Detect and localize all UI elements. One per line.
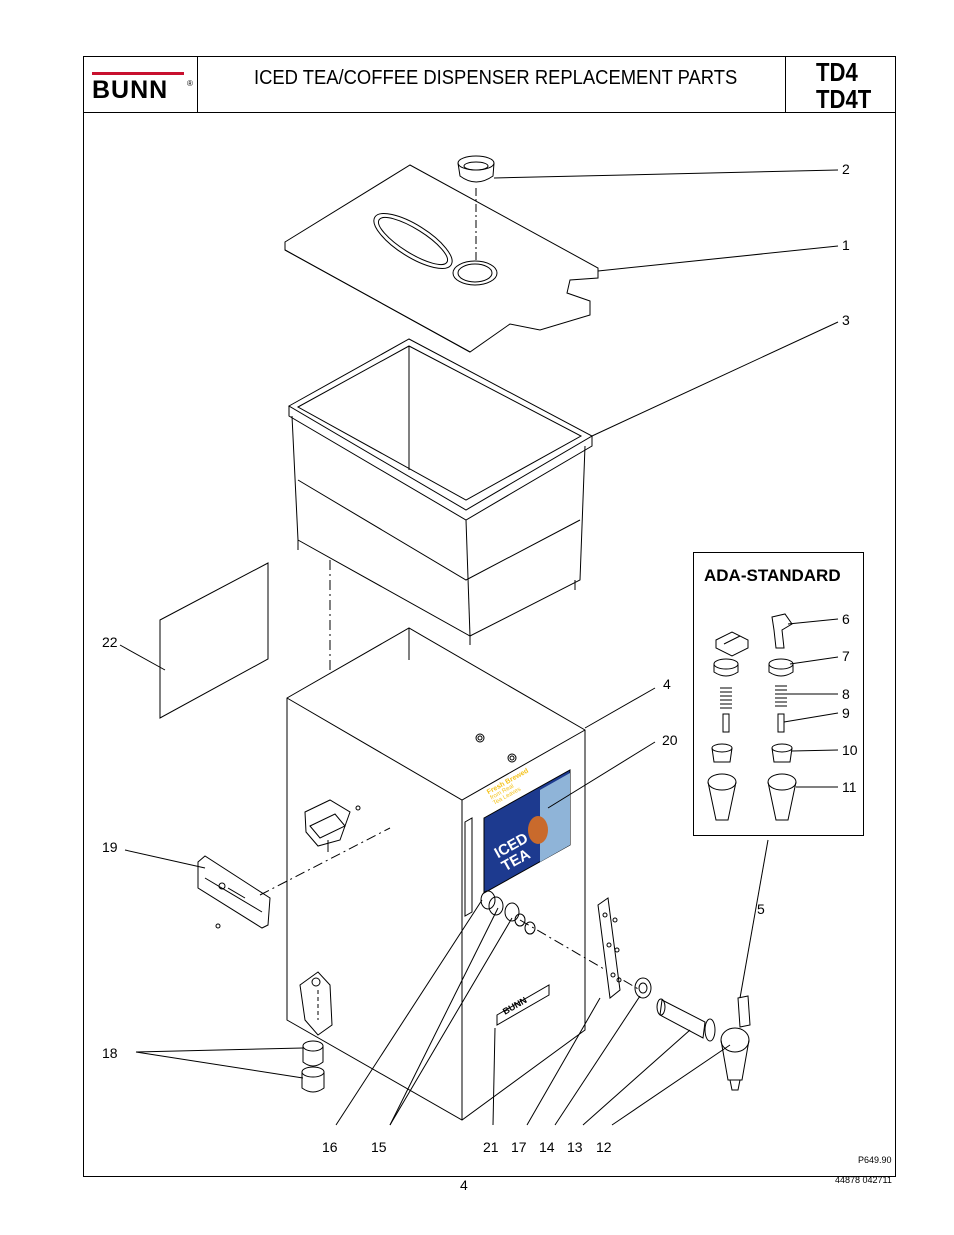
- document-code: 44878 042711: [835, 1175, 892, 1185]
- callout-18: 18: [102, 1045, 118, 1061]
- page-frame: BUNN ® ICED TEA/COFFEE DISPENSER REPLACE…: [83, 56, 896, 1177]
- callout-5: 5: [757, 901, 765, 917]
- logo-text: BUNN: [92, 76, 169, 104]
- cabinet: [286, 627, 586, 1121]
- iced-tea-sticker: [483, 769, 571, 894]
- callout-20: 20: [662, 732, 678, 748]
- callout-19: 19: [102, 839, 118, 855]
- callout-15: 15: [371, 1139, 387, 1155]
- callout-11: 11: [842, 779, 857, 795]
- callout-22: 22: [102, 634, 118, 650]
- page-title: ICED TEA/COFFEE DISPENSER REPLACEMENT PA…: [254, 67, 738, 89]
- model-cell: TD4 TD4T: [786, 57, 895, 113]
- decal-panel: [159, 562, 269, 719]
- faucet: [720, 995, 751, 1091]
- model-td4: TD4: [816, 57, 858, 87]
- callout-2: 2: [842, 161, 850, 177]
- callout-10: 10: [842, 742, 858, 758]
- bumper-feet: [301, 1040, 325, 1093]
- shank: [656, 998, 716, 1042]
- callout-3: 3: [842, 312, 850, 328]
- callout-13: 13: [567, 1139, 583, 1155]
- ada-standard-box: ADA-STANDARD: [693, 552, 864, 836]
- callout-16: 16: [322, 1139, 338, 1155]
- callout-9: 9: [842, 705, 850, 721]
- brand-logo: BUNN ®: [84, 57, 198, 112]
- callout-8: 8: [842, 686, 850, 702]
- logo-bar: [92, 72, 184, 75]
- drip-tray: [197, 855, 271, 929]
- liner: [287, 338, 594, 645]
- sight-gauge: [597, 897, 622, 999]
- page-number: 4: [460, 1177, 468, 1193]
- nut: [634, 977, 652, 999]
- callout-7: 7: [842, 648, 850, 664]
- lid-cap: [457, 155, 495, 183]
- shank-fittings: [480, 890, 536, 935]
- callout-14: 14: [539, 1139, 555, 1155]
- header-row: BUNN ® ICED TEA/COFFEE DISPENSER REPLACE…: [84, 57, 895, 113]
- callout-12: 12: [596, 1139, 612, 1155]
- callout-6: 6: [842, 611, 850, 627]
- model-numbers: TD4 TD4T: [816, 59, 871, 113]
- callout-21: 21: [483, 1139, 499, 1155]
- lid: [284, 164, 599, 353]
- callout-4: 4: [663, 676, 671, 692]
- callout-17: 17: [511, 1139, 527, 1155]
- callout-1: 1: [842, 237, 850, 253]
- leader-lines: [119, 169, 839, 1126]
- ada-parts: [707, 613, 797, 821]
- title-cell: ICED TEA/COFFEE DISPENSER REPLACEMENT PA…: [198, 57, 786, 112]
- ada-title: ADA-STANDARD: [704, 566, 841, 585]
- model-td4t: TD4T: [816, 84, 872, 114]
- logo-registered-mark: ®: [187, 79, 193, 88]
- drawing-code: P649.90: [858, 1155, 892, 1165]
